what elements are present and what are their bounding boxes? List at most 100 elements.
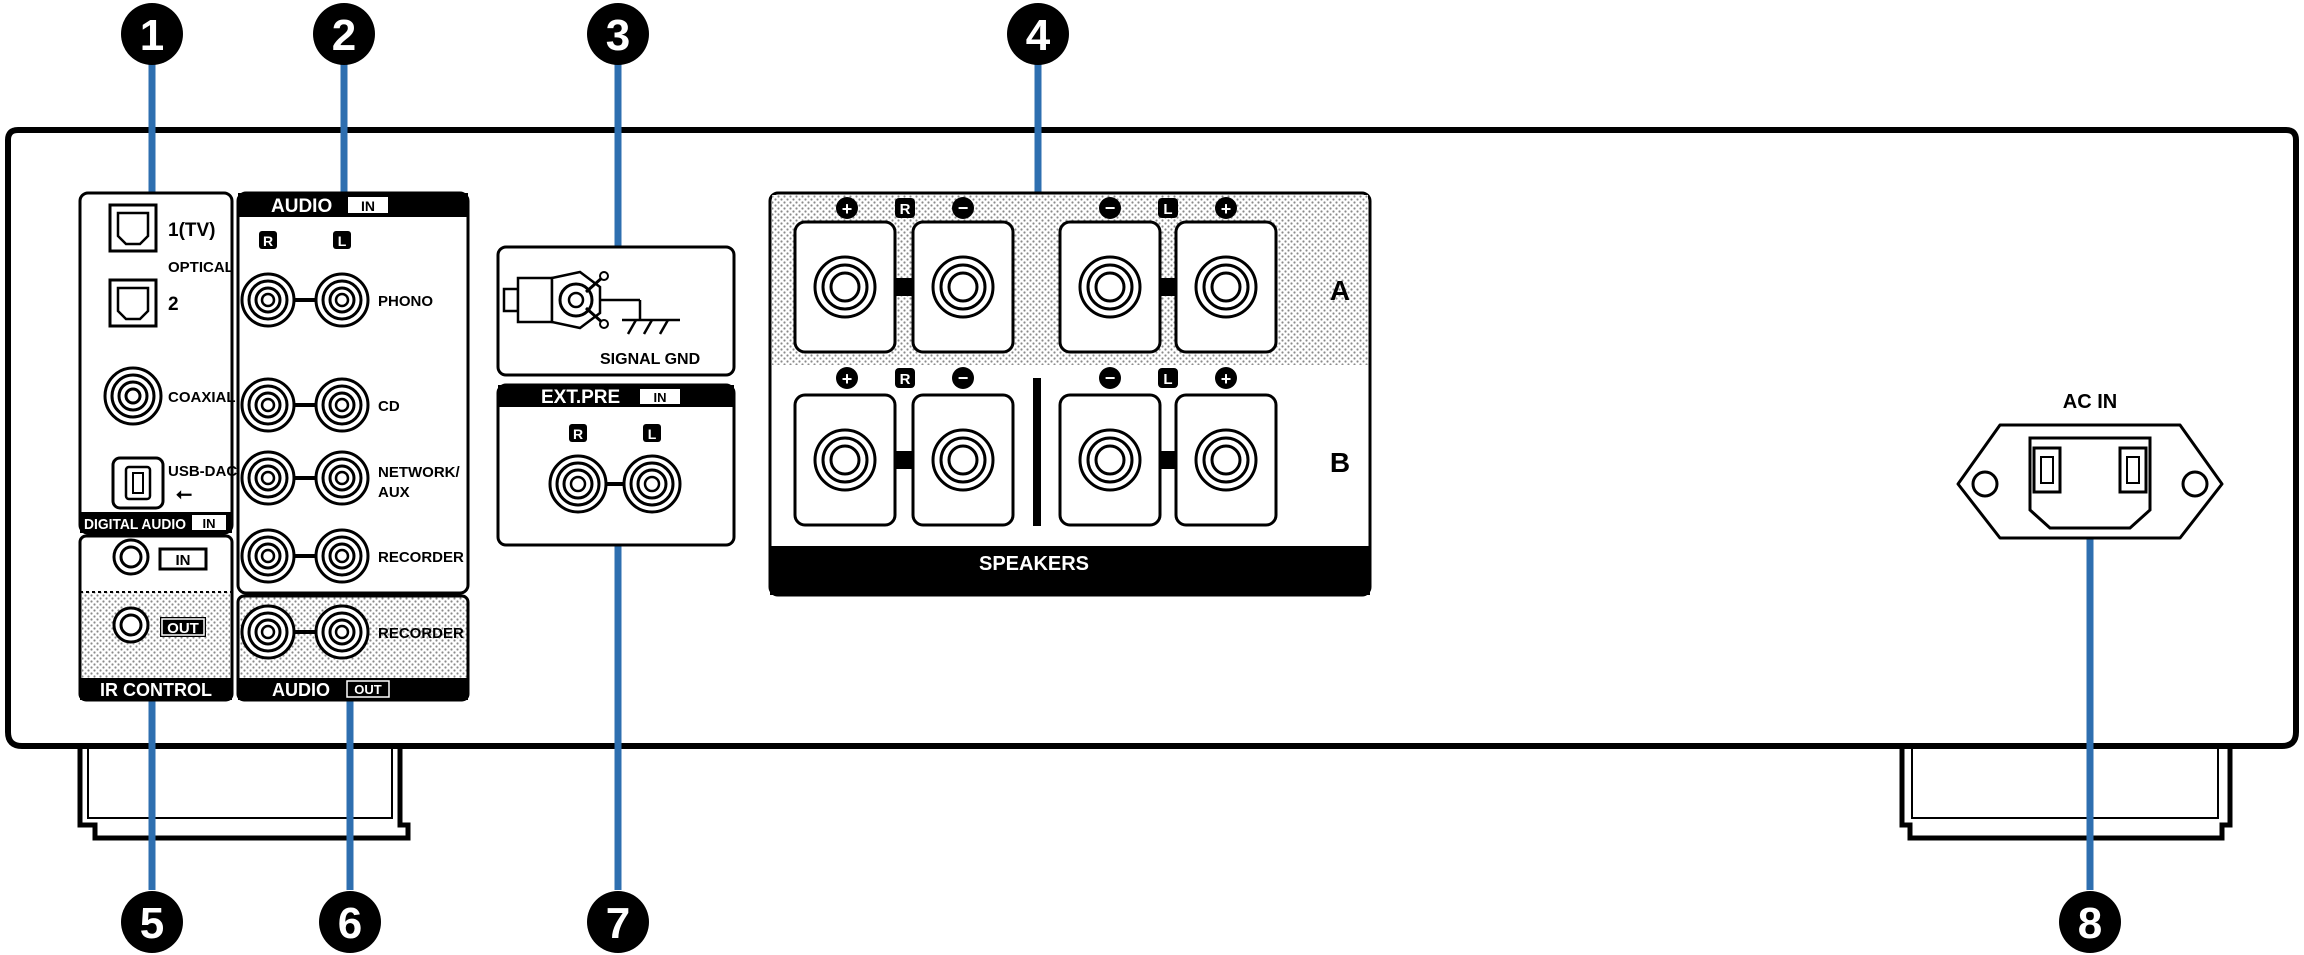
- coaxial-jack[interactable]: [103, 366, 163, 426]
- signal-gnd-terminal[interactable]: [502, 270, 609, 330]
- row-b-label: B: [1330, 447, 1350, 478]
- digital-audio-in-tag: IN: [203, 516, 216, 531]
- phono-jacks[interactable]: [240, 272, 370, 328]
- speakers-footer: SPEAKERS: [979, 553, 1089, 575]
- right-foot-inner: [1911, 746, 2219, 819]
- svg-text:+: +: [842, 369, 853, 389]
- right-foot: [1899, 746, 2233, 841]
- optical-2-jack[interactable]: [108, 278, 158, 328]
- ext-pre-r-badge: [569, 424, 587, 442]
- recorder-in-jacks[interactable]: [240, 528, 370, 584]
- chassis-outline: [5, 127, 2299, 749]
- svg-text:8: 8: [2078, 899, 2102, 948]
- svg-text:+: +: [1221, 199, 1232, 219]
- signal-gnd-label: SIGNAL GND: [600, 351, 700, 368]
- svg-text:5: 5: [140, 899, 164, 948]
- recorder-in-label: RECORDER: [378, 549, 464, 566]
- optical-caption: OPTICAL: [168, 259, 234, 276]
- svg-text:R: R: [900, 371, 911, 388]
- usb-dac-port[interactable]: [111, 456, 165, 510]
- cd-jacks[interactable]: [240, 377, 370, 433]
- svg-text:+: +: [1221, 369, 1232, 389]
- svg-text:R: R: [900, 201, 911, 218]
- ext-pre-jacks[interactable]: [548, 454, 682, 514]
- audio-out-footer: AUDIO: [272, 680, 330, 700]
- signal-gnd-panel: SIGNAL GND: [496, 245, 736, 377]
- svg-text:6: 6: [338, 899, 362, 948]
- audio-out-tag-box: [346, 680, 390, 698]
- ext-pre-header: EXT.PRE: [541, 387, 620, 408]
- chassis: [5, 127, 2299, 841]
- network-label-line2: AUX: [378, 484, 410, 501]
- audio-out-tag: OUT: [354, 682, 382, 697]
- ir-control-footer: IR CONTROL: [100, 680, 212, 700]
- left-foot: [77, 746, 411, 841]
- speakers-footer-bar: [770, 546, 1370, 595]
- ir-in-tag-box: [158, 547, 208, 571]
- audio-in-r-badge: [259, 231, 277, 249]
- recorder-out-jacks[interactable]: [240, 604, 370, 660]
- svg-text:−: −: [958, 368, 969, 388]
- digital-audio-in-tag-box: [192, 515, 226, 530]
- ac-in-section: AC IN: [1956, 391, 2224, 540]
- network-aux-jacks[interactable]: [240, 450, 370, 506]
- speakers-panel: SPEAKERS + R − − L +: [768, 191, 1372, 597]
- left-foot-inner: [87, 746, 393, 819]
- audio-in-tag: IN: [361, 198, 375, 214]
- cd-label: CD: [378, 398, 400, 415]
- speakers-channel-divider: [1033, 378, 1041, 526]
- audio-in-panel: AUDIO IN R L PHONO CD NETWORK/ AUX: [236, 191, 470, 595]
- callout-4: 4: [1007, 3, 1069, 65]
- callout-2: 2: [313, 3, 375, 65]
- svg-text:1: 1: [140, 11, 164, 60]
- ir-out-jack[interactable]: [112, 606, 150, 644]
- leader-lines: [148, 60, 2094, 890]
- ir-out-tag-box: [160, 617, 206, 637]
- recorder-out-label: RECORDER: [378, 625, 464, 642]
- callout-8: 8: [2059, 891, 2121, 953]
- audio-in-l-label: L: [338, 233, 347, 249]
- audio-in-r-label: R: [263, 233, 273, 249]
- row-a-label: A: [1330, 275, 1350, 306]
- svg-text:7: 7: [606, 899, 630, 948]
- network-label-line1: NETWORK/: [378, 464, 460, 481]
- ext-pre-r-label: R: [573, 426, 583, 442]
- speaker-b-left-terminals[interactable]: [1058, 393, 1278, 527]
- phono-label: PHONO: [378, 293, 433, 310]
- svg-text:−: −: [1105, 198, 1116, 218]
- ir-in-tag: IN: [176, 552, 191, 569]
- audio-in-tag-box: [348, 197, 388, 213]
- speaker-a-right-terminals[interactable]: [793, 220, 1015, 354]
- ac-inlet[interactable]: [1956, 423, 2224, 540]
- row-a-polarity-marks: + R − − L +: [836, 197, 1237, 219]
- ground-symbol-icon: [600, 298, 680, 335]
- ir-out-dotted-area: [82, 592, 230, 678]
- audio-out-panel: RECORDER AUDIO OUT: [236, 594, 470, 702]
- audio-in-l-badge: [333, 231, 351, 249]
- svg-text:4: 4: [1026, 11, 1051, 60]
- ext-pre-l-badge: [643, 424, 661, 442]
- svg-text:−: −: [1105, 368, 1116, 388]
- callout-1: 1: [121, 3, 183, 65]
- ext-pre-in-panel: EXT.PRE IN R L: [496, 383, 736, 547]
- ir-in-jack[interactable]: [112, 538, 150, 576]
- svg-text:3: 3: [606, 11, 630, 60]
- speaker-a-left-terminals[interactable]: [1058, 220, 1278, 354]
- digital-audio-in-panel: 1(TV) OPTICAL 2 COAXIAL USB-DAC ⭠ DIGITA…: [78, 191, 237, 535]
- svg-text:+: +: [842, 199, 853, 219]
- callout-badges: 1 2 3 4 5 6 7 8: [121, 3, 2121, 953]
- svg-text:−: −: [958, 198, 969, 218]
- audio-in-header: AUDIO: [271, 196, 332, 217]
- digital-audio-footer: DIGITAL AUDIO: [84, 516, 186, 533]
- callout-6: 6: [319, 891, 381, 953]
- ir-control-panel: IN OUT IR CONTROL: [78, 534, 234, 702]
- svg-text:L: L: [1163, 371, 1172, 388]
- optical-1-jack[interactable]: [108, 203, 158, 253]
- callout-3: 3: [587, 3, 649, 65]
- row-b-polarity-marks: + R − − L +: [836, 367, 1237, 389]
- svg-text:L: L: [1163, 201, 1172, 218]
- callout-5: 5: [121, 891, 183, 953]
- ir-control-footer-bar: [80, 678, 232, 700]
- speaker-b-right-terminals[interactable]: [793, 393, 1015, 527]
- svg-text:2: 2: [332, 11, 356, 60]
